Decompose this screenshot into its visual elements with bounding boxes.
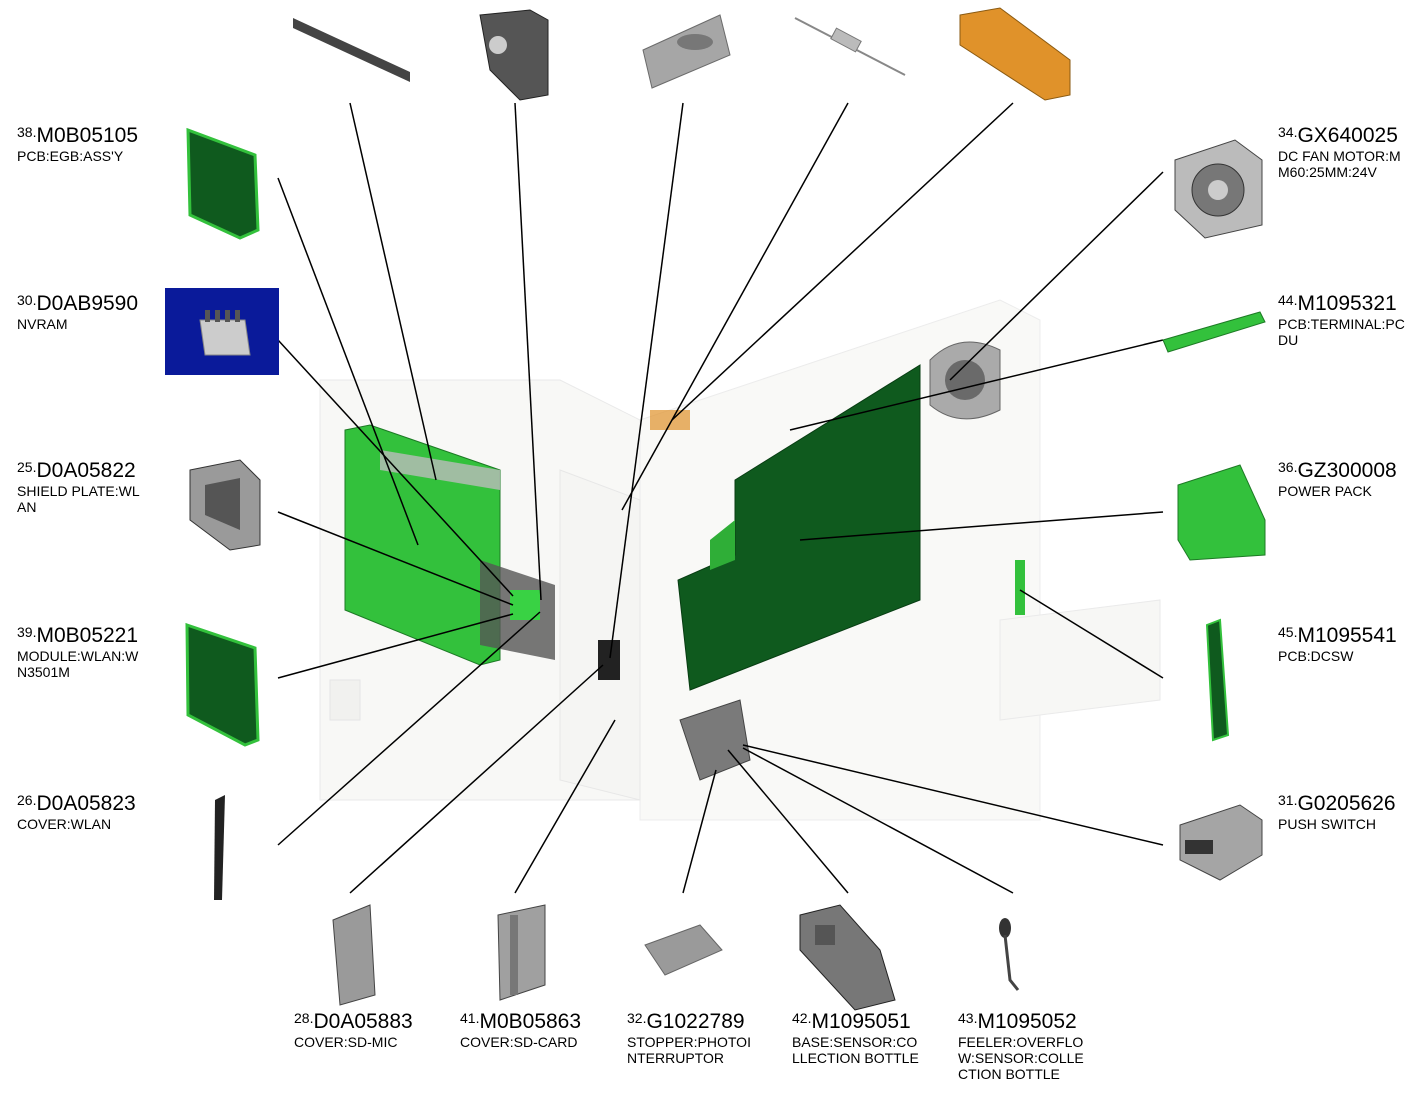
part-number-index: 31. (1278, 792, 1298, 808)
part-description: COVER:WLAN (17, 816, 112, 832)
part-power-pack (1177, 464, 1266, 561)
part-number: G0205626 (1297, 792, 1396, 815)
part-number-index: 42. (792, 1010, 812, 1026)
part-number: GZ300008 (1297, 459, 1397, 482)
part-number: M0B05105 (36, 124, 139, 147)
part-number-index: 36. (1278, 459, 1298, 475)
leader-lines (277, 102, 1164, 894)
label-part-42: 42.M1095051 BASE:SENSOR:CO LLECTION BOTT… (792, 1011, 919, 1066)
label-part-44: 44.M1095321 PCB:TERMINAL:PC DU (1278, 293, 1405, 348)
part-number: M1095051 (811, 1010, 911, 1033)
part-description: SHIELD PLATE:WL AN (17, 483, 140, 515)
part-number-index: 41. (460, 1010, 480, 1026)
part-orange-bracket (959, 7, 1071, 101)
part-number: D0A05823 (36, 792, 136, 815)
part-push-switch (1179, 804, 1263, 881)
part-description: FEELER:OVERFLO W:SENSOR:COLLE CTION BOTT… (958, 1034, 1084, 1082)
part-number-index: 25. (17, 459, 37, 475)
part-number: D0A05822 (36, 459, 136, 482)
part-description: MODULE:WLAN:W N3501M (17, 648, 139, 680)
part-terminal-pcb (1162, 311, 1266, 353)
part-shield-plate (189, 459, 261, 551)
part-description: PCB:TERMINAL:PC DU (1278, 316, 1405, 348)
label-part-25: 25.D0A05822 SHIELD PLATE:WL AN (17, 460, 140, 515)
label-part-28: 28.D0A05883 COVER:SD-MIC (294, 1011, 413, 1050)
part-number: M1095052 (977, 1010, 1077, 1033)
part-description: STOPPER:PHOTOI NTERRUPTOR (627, 1034, 751, 1066)
part-number-index: 30. (17, 292, 37, 308)
label-part-26: 26.D0A05823 COVER:WLAN (17, 793, 136, 832)
part-description: BASE:SENSOR:CO LLECTION BOTTLE (792, 1034, 919, 1066)
label-part-45: 45.M1095541 PCB:DCSW (1278, 625, 1397, 664)
part-sd-card-cover (497, 904, 546, 1001)
part-sensor-base (799, 904, 896, 1011)
label-part-34: 34.GX640025 DC FAN MOTOR:M M60:25MM:24V (1278, 125, 1401, 180)
part-description: POWER PACK (1278, 483, 1372, 499)
part-fan-motor (1174, 139, 1263, 239)
part-description: DC FAN MOTOR:M M60:25MM:24V (1278, 148, 1401, 180)
printer-body-ghost (319, 299, 1161, 821)
part-egb-board (186, 127, 260, 240)
part-dcsw-pcb (1205, 618, 1230, 742)
egb-board-assembled (344, 424, 555, 666)
part-number: M1095541 (1297, 624, 1397, 647)
part-bracket-top (479, 9, 549, 101)
controller-board-assembled (598, 341, 1025, 781)
part-number-index: 32. (627, 1010, 647, 1026)
part-number: G1022789 (646, 1010, 745, 1033)
part-description: PUSH SWITCH (1278, 816, 1376, 832)
part-number-index: 39. (17, 624, 37, 640)
label-part-32: 32.G1022789 STOPPER:PHOTOI NTERRUPTOR (627, 1011, 751, 1066)
label-part-41: 41.M0B05863 COVER:SD-CARD (460, 1011, 581, 1050)
part-spring-rod (794, 17, 906, 76)
part-wlan-module (185, 622, 260, 747)
part-description: PCB:EGB:ASS'Y (17, 148, 124, 164)
part-number: GX640025 (1297, 124, 1398, 147)
part-wlan-cover (214, 795, 225, 900)
part-number: M0B05863 (479, 1010, 582, 1033)
part-number-index: 38. (17, 124, 37, 140)
part-number: M0B05221 (36, 624, 139, 647)
part-number-index: 44. (1278, 292, 1298, 308)
part-number-index: 26. (17, 792, 37, 808)
part-sheet-strip (293, 18, 410, 82)
part-number: D0AB9590 (36, 292, 139, 315)
part-stopper (644, 924, 723, 976)
label-part-36: 36.GZ300008 POWER PACK (1278, 460, 1397, 499)
label-part-39: 39.M0B05221 MODULE:WLAN:W N3501M (17, 625, 138, 680)
part-overflow-feeler (999, 918, 1020, 991)
nvram-image (165, 288, 279, 375)
label-part-43: 43.M1095052 FEELER:OVERFLO W:SENSOR:COLL… (958, 1011, 1084, 1082)
label-part-30: 30.D0AB9590 NVRAM (17, 293, 138, 332)
part-number: D0A05883 (313, 1010, 413, 1033)
part-number-index: 43. (958, 1010, 978, 1026)
part-metal-plate (642, 14, 731, 89)
label-part-31: 31.G0205626 PUSH SWITCH (1278, 793, 1396, 832)
part-number: M1095321 (1297, 292, 1397, 315)
part-description: NVRAM (17, 316, 68, 332)
part-description: PCB:DCSW (1278, 648, 1354, 664)
part-number-index: 28. (294, 1010, 314, 1026)
part-number-index: 45. (1278, 624, 1298, 640)
part-description: COVER:SD-CARD (460, 1034, 578, 1050)
label-part-38: 38.M0B05105 PCB:EGB:ASS'Y (17, 125, 138, 164)
part-description: COVER:SD-MIC (294, 1034, 398, 1050)
part-number-index: 34. (1278, 124, 1298, 140)
part-sd-mic-cover (332, 904, 376, 1006)
